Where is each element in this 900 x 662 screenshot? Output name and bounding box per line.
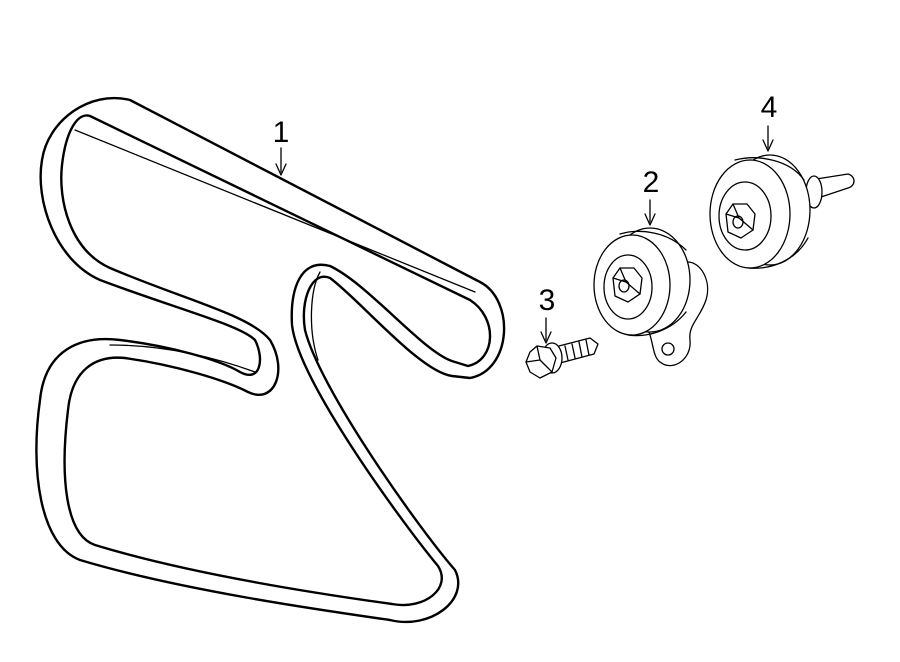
tensioner-rim-bottom — [627, 311, 687, 337]
leader-arrowhead-4 — [762, 139, 774, 152]
leader-arrowhead-2 — [644, 213, 656, 226]
belt-outer-edge — [35, 96, 506, 624]
tensioner-nut-center — [618, 279, 630, 293]
idler-rim-top — [734, 157, 805, 181]
idler-hex-bolt — [725, 203, 756, 239]
tensioner-rim-top — [619, 230, 687, 251]
leader-arrowhead-3 — [540, 331, 552, 344]
callout-label-2: 2 — [643, 166, 660, 199]
leader-arrowhead-1 — [275, 163, 287, 176]
tensioner-hex-nut — [612, 267, 643, 303]
tensioner-face-ring — [603, 254, 653, 320]
belt-rib-line — [74, 129, 476, 373]
belt-tensioner[interactable] — [593, 227, 709, 367]
bolt-threads — [564, 339, 590, 361]
callout-2: 2 — [643, 166, 660, 226]
tensioner-nut-edges — [612, 267, 641, 295]
idler-rim-bottom — [747, 237, 809, 269]
callout-1: 1 — [273, 116, 290, 176]
serpentine-belt[interactable] — [35, 96, 506, 624]
tensioner-arm-hole — [661, 342, 675, 356]
callout-3: 3 — [539, 284, 556, 344]
idler-face-ring — [718, 181, 772, 251]
callout-label-4: 4 — [761, 91, 778, 124]
idler-bolt-center — [732, 215, 744, 229]
belt-inner-edge — [60, 114, 492, 607]
tensioner-bolt[interactable] — [525, 337, 599, 379]
idler-bolt-edges — [725, 203, 754, 231]
callout-label-3: 3 — [539, 284, 556, 317]
callout-4: 4 — [761, 91, 778, 152]
callout-label-1: 1 — [273, 116, 290, 149]
idler-pulley[interactable] — [709, 154, 855, 269]
bolt-hex-edges — [525, 345, 553, 373]
